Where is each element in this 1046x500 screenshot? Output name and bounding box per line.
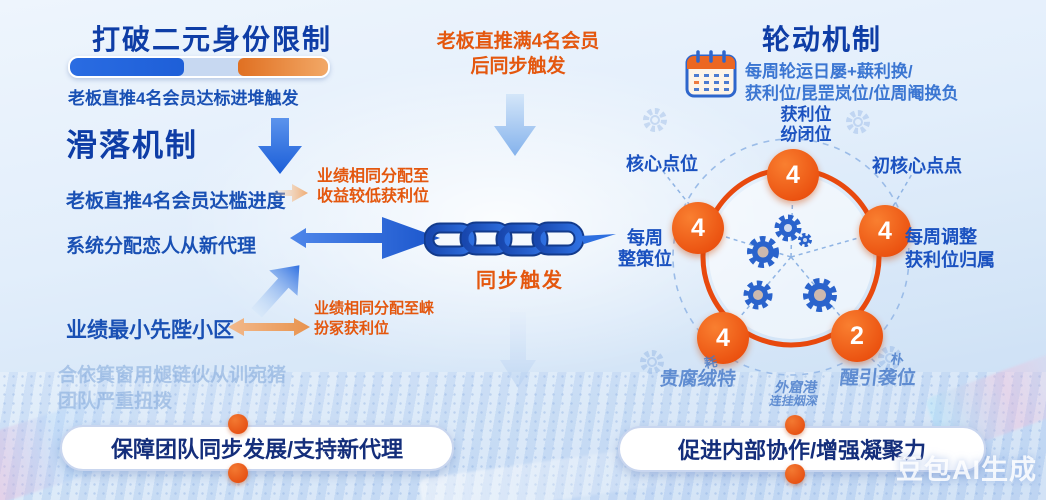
slide-step-3: 业绩最小先陛小区 <box>66 319 234 342</box>
slide-step-2: 系统分配恋人从新代理 <box>66 236 257 257</box>
wheel-node-left: 4 <box>672 202 724 254</box>
rotation-subtitle-line1: 每周轮运日屡+蕻利换/ <box>745 62 913 81</box>
calendar-icon <box>685 50 737 98</box>
chain-link-icon <box>424 221 616 257</box>
wheel-node-bottom-right: 2 <box>831 310 883 362</box>
slide-note-1-line1: 业绩相同分配至 <box>317 168 430 185</box>
wheel-label-mid-right-line1: 每周调整 <box>905 227 977 247</box>
ai-watermark: 豆包AI生成 <box>896 455 1037 485</box>
light-down-arrow-icon <box>494 94 536 156</box>
sync-trigger-label: 同步触发 <box>476 270 564 292</box>
wheel-label-top-line1: 获利位 <box>780 105 832 124</box>
diagonal-up-arrow-icon <box>251 265 300 318</box>
slide-note-2-line2: 扮冢获利位 <box>314 319 390 337</box>
section-title-identity-limit: 打破二元身份限制 <box>92 24 333 55</box>
wheel-label-mid-right-line2: 获利位归属 <box>905 249 995 270</box>
down-arrow-icon <box>258 118 302 174</box>
progress-bar-light-segment <box>183 58 238 76</box>
progress-bar-caption: 老板直推4名会员达标进堆触发 <box>68 89 299 108</box>
wheel-label-top: 获利位 纷闭位 <box>760 105 852 144</box>
section-title-rotation-mechanism: 轮动机制 <box>762 24 883 55</box>
sync-trigger-line1: 老板直推满4名会员 <box>436 31 600 52</box>
progress-bar-orange-segment <box>237 58 328 76</box>
slide-note-2-line1: 业绩相同分配至崃 <box>314 300 435 317</box>
section-title-slide-mechanism: 滑落机制 <box>66 128 198 163</box>
progress-bar-blue-segment <box>70 58 184 76</box>
progress-bar <box>68 56 330 78</box>
wheel-node-bottom-left: 4 <box>697 312 749 364</box>
faded-caption-line2: 团队严重扭拨 <box>58 390 173 412</box>
connector-dot <box>785 415 805 435</box>
wheel-label-bottom-center-line1: 外窟港 <box>773 379 819 395</box>
wheel-label-bottom-center-line2: 连挂烟深 <box>768 394 819 409</box>
sync-trigger-line2: 后同步触发 <box>470 55 566 77</box>
rotation-subtitle-line2: 获利位/昆罡岚位/位周阉换负 <box>745 84 959 103</box>
right-arrow-icon <box>274 184 308 202</box>
wheel-label-mid-left-line1: 每周 <box>627 228 663 248</box>
wheel-node-right: 4 <box>859 205 911 257</box>
wheel-node-top: 4 <box>767 149 819 201</box>
wheel-label-mid-left: 每周 整策位 <box>612 228 678 269</box>
wheel-label-right: 初核心点点 <box>872 156 962 176</box>
wheel-label-bottom-left: 贵腐绒特 <box>658 369 737 390</box>
slide-step-1: 老板直推4名会员达槛进度 <box>66 191 286 212</box>
sync-trigger-note: 老板直推满4名会员 后同步触发 <box>413 30 623 79</box>
big-right-arrow-icon <box>290 217 440 259</box>
double-arrow-icon <box>228 318 310 336</box>
wheel-label-mid-left-line2: 整策位 <box>618 248 672 269</box>
wheel-label-left: 核心点位 <box>626 154 698 174</box>
slide-note-1-line2: 收益较低获利位 <box>317 188 430 205</box>
wheel-label-top-line2: 纷闭位 <box>780 124 832 144</box>
connector-dot <box>785 464 805 484</box>
slide-note-1: 业绩相同分配至 收益较低获利位 <box>317 167 429 207</box>
faded-caption: 合依箕窗用煺链伙从训宛猪 团队严重扭拨 <box>58 363 286 414</box>
faint-down-arrow-icon <box>500 312 536 388</box>
wheel-label-bottom-center: 外窟港 连挂烟深 <box>737 379 852 409</box>
footer-pill-left: 保障团队同步发展/支持新代理 <box>60 425 454 471</box>
wheel-label-mid-right: 每周调整 获利位归属 <box>905 226 995 271</box>
connector-dot <box>228 414 248 434</box>
connector-dot <box>228 463 248 483</box>
faded-caption-line1: 合依箕窗用煺链伙从训宛猪 <box>58 365 287 386</box>
slide-note-2: 业绩相同分配至崃 扮冢获利位 <box>314 299 434 338</box>
